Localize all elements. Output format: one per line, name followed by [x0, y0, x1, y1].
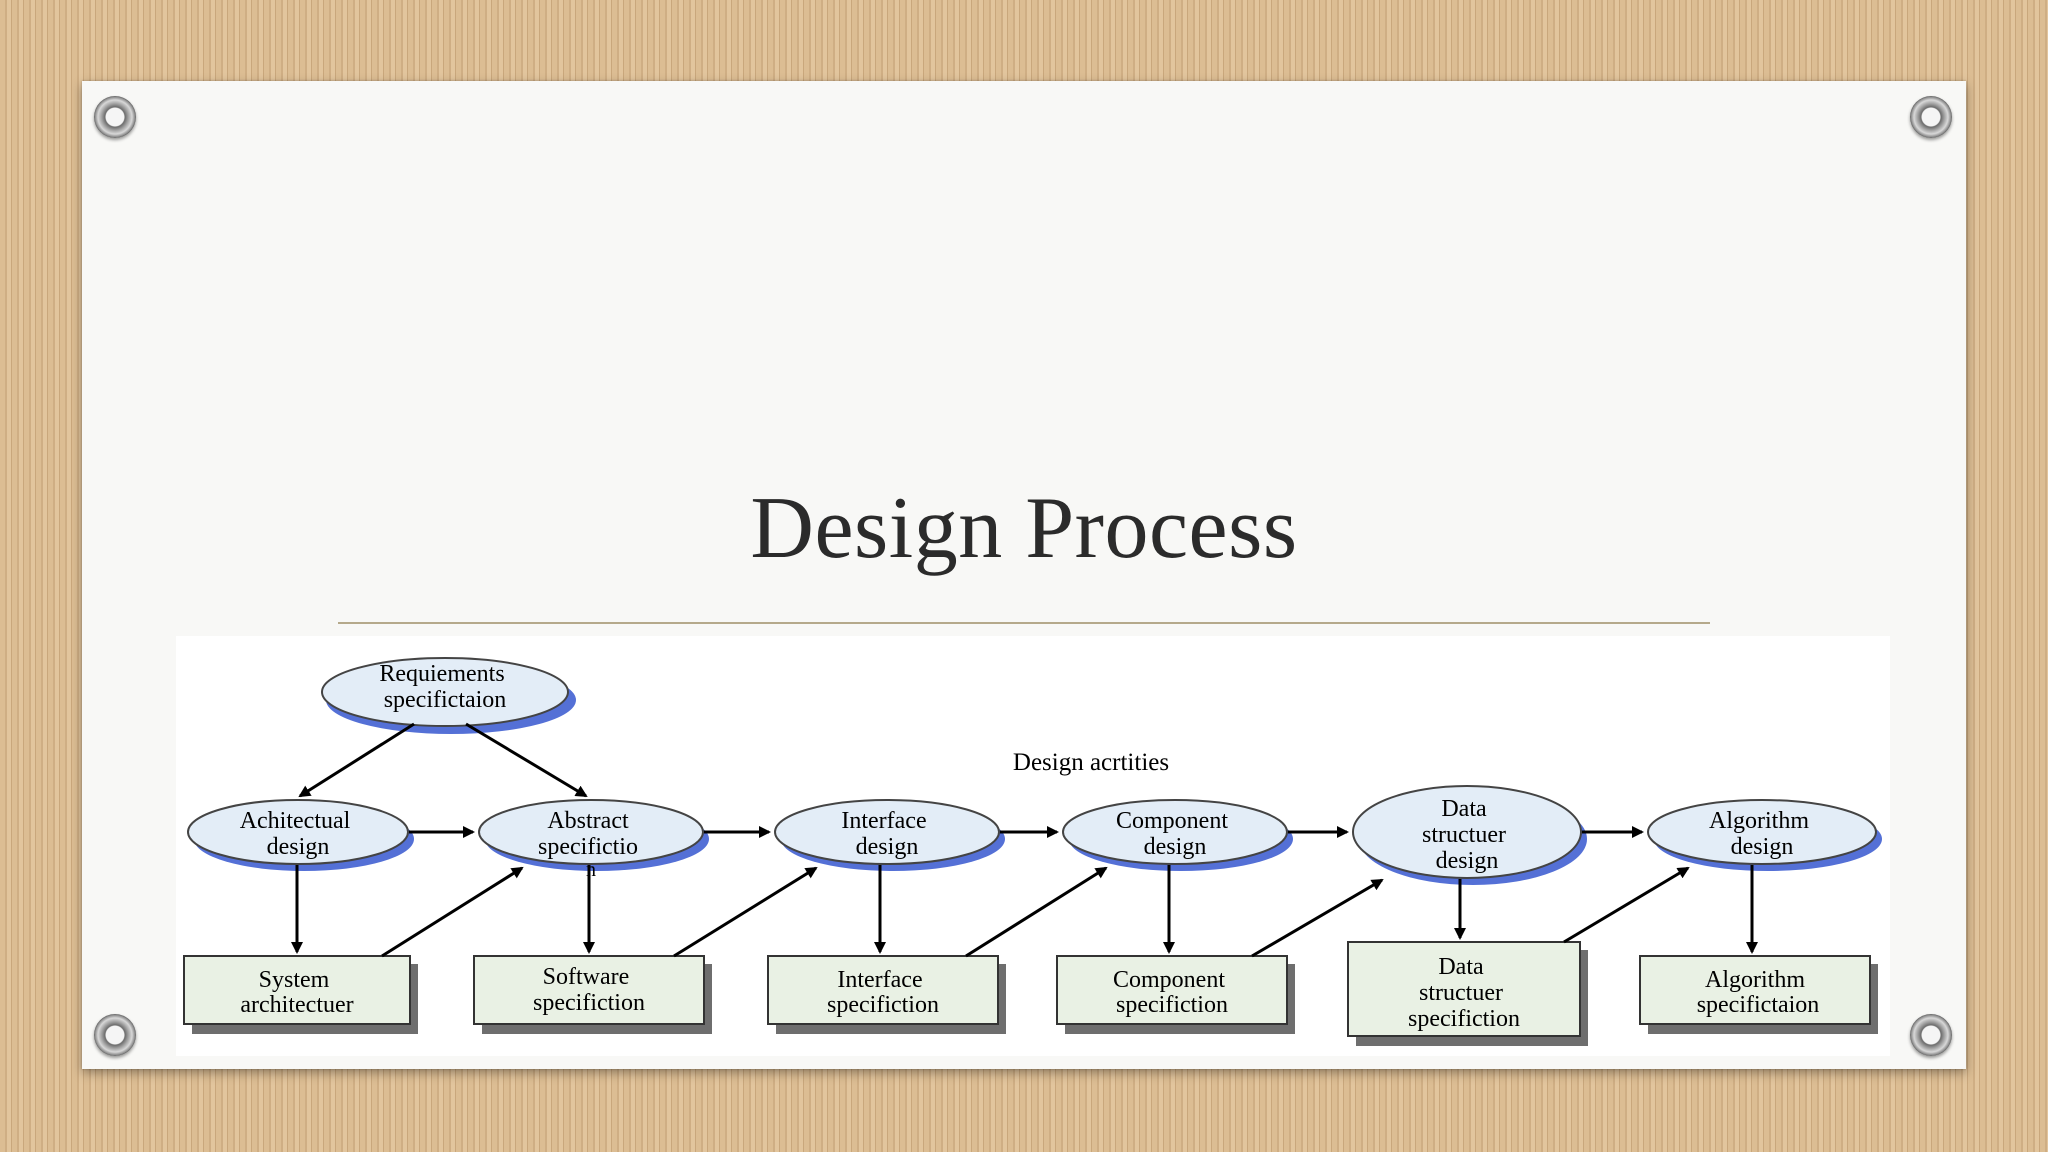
- product-label: System: [259, 967, 330, 993]
- connector-arrows: [291, 722, 1758, 958]
- design-process-diagram: Design acrtities Requiements specifictai…: [176, 636, 1890, 1056]
- product-label: structuer: [1419, 980, 1503, 1006]
- product-label: Interface: [837, 967, 922, 993]
- svg-text:Data structuer des: Data structuer design: [1422, 796, 1512, 874]
- svg-text:Abstract specifictio: Abstract specifictio n: [538, 808, 644, 881]
- product-box-data-structure: Data structuer specifiction: [1347, 941, 1588, 1046]
- activity-label: structuer: [1422, 822, 1506, 848]
- activity-label: Data: [1441, 796, 1487, 822]
- product-box-interface: Interface specifiction: [767, 955, 1006, 1034]
- svg-text:Requiements specifictaio: Requiements specifictaion: [379, 661, 510, 713]
- activity-node-algorithm: Algorithm design: [1647, 799, 1882, 871]
- activity-label: Abstract: [547, 808, 629, 834]
- product-label: specifiction: [1408, 1006, 1520, 1032]
- svg-text:Data structuer spe: Data structuer specifiction: [1408, 954, 1520, 1032]
- activity-label: Interface: [841, 808, 926, 834]
- svg-text:System architectuer: System architectuer: [240, 967, 353, 1018]
- activity-label: Achitectual: [240, 808, 351, 834]
- arrow: [965, 866, 1108, 958]
- activity-label: design: [856, 834, 919, 860]
- arrow: [381, 866, 524, 958]
- product-label: specifiction: [827, 992, 939, 1018]
- svg-text:Algorithm design: Algorithm design: [1709, 808, 1815, 860]
- svg-text:Component specifiction: Component specifiction: [1113, 967, 1231, 1018]
- grommet-icon-bottom-right: [1910, 1014, 1952, 1056]
- requirements-node: Requiements specifictaion: [321, 657, 576, 734]
- arrow: [298, 722, 415, 798]
- activity-label: design: [267, 834, 330, 860]
- svg-text:Interface specifiction: Interface specifiction: [827, 967, 939, 1018]
- activity-label: Component: [1116, 808, 1228, 834]
- activity-node-architectural: Achitectual design: [187, 799, 414, 871]
- arrow: [1251, 878, 1384, 958]
- arrow: [673, 866, 818, 958]
- activity-label: design: [1144, 834, 1207, 860]
- diagram-svg: Design acrtities Requiements specifictai…: [183, 657, 1882, 1046]
- product-label: Component: [1113, 967, 1225, 993]
- arrow: [1563, 866, 1690, 944]
- svg-text:Interface design: Interface design: [841, 808, 932, 860]
- product-label: Data: [1438, 954, 1484, 980]
- svg-text:Algorithm specifictaion: Algorithm specifictaion: [1697, 967, 1820, 1018]
- product-label: Algorithm: [1705, 967, 1805, 993]
- requirements-label-line2: specifictaion: [384, 687, 507, 713]
- svg-text:Software specifiction: Software specifiction: [533, 964, 645, 1016]
- activity-label: n: [586, 859, 596, 881]
- product-label: specifiction: [1116, 992, 1228, 1018]
- design-activities-label: Design acrtities: [1013, 749, 1169, 776]
- grommet-icon-bottom-left: [94, 1014, 136, 1056]
- product-box-system: System architectuer: [183, 955, 418, 1034]
- svg-text:Achitectual design: Achitectual design: [240, 808, 357, 860]
- svg-text:Component design: Component design: [1116, 808, 1234, 860]
- activity-label: Algorithm: [1709, 808, 1809, 834]
- activity-label: specifictio: [538, 834, 638, 860]
- grommet-icon-top-left: [94, 96, 136, 138]
- product-label: Software: [543, 964, 630, 990]
- product-box-software: Software specifiction: [473, 955, 712, 1034]
- grommet-icon-top-right: [1910, 96, 1952, 138]
- activity-node-component: Component design: [1062, 799, 1293, 871]
- arrow: [465, 722, 588, 798]
- product-label: specifiction: [533, 990, 645, 1016]
- activity-label: design: [1731, 834, 1794, 860]
- product-label: architectuer: [240, 992, 353, 1018]
- product-box-component: Component specifiction: [1056, 955, 1295, 1034]
- product-box-algorithm: Algorithm specifictaion: [1639, 955, 1878, 1034]
- title-divider: [338, 622, 1710, 624]
- activity-node-interface: Interface design: [774, 799, 1005, 871]
- product-label: specifictaion: [1697, 992, 1820, 1018]
- activity-label: design: [1436, 848, 1499, 874]
- requirements-label-line1: Requiements: [379, 661, 504, 687]
- activity-node-abstract: Abstract specifictio n: [478, 799, 709, 881]
- slide-title: Design Process: [750, 480, 1298, 577]
- activity-node-data-structure: Data structuer design: [1352, 785, 1587, 885]
